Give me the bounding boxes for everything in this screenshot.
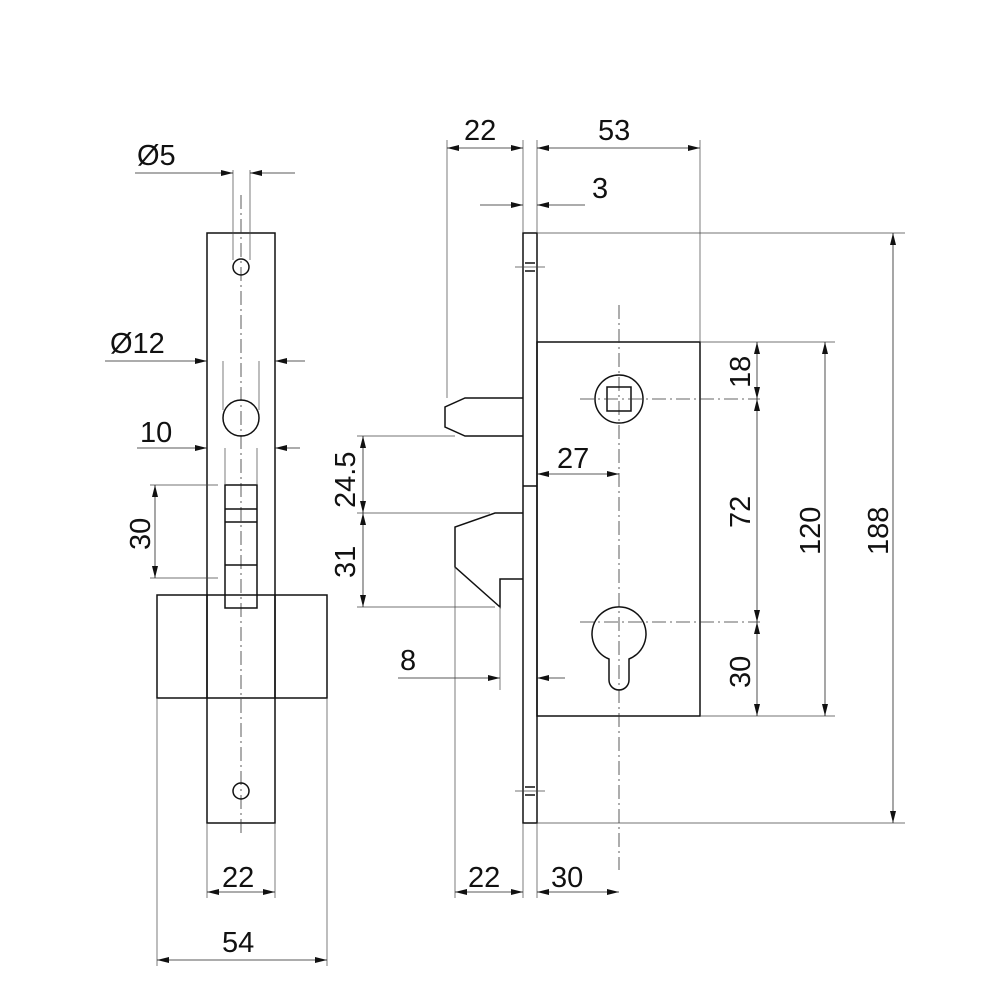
dim-hole-small: Ø5: [137, 140, 176, 172]
side-view: 22 53 3 24.5 31 8 27 18 72 30 120 188 22…: [330, 115, 905, 898]
dim-hook-projection: 22: [464, 115, 496, 147]
dim-spindle-offset: 27: [557, 443, 589, 475]
case-front: [156, 594, 328, 699]
dim-backset: 30: [551, 862, 583, 894]
spindle-hub: [594, 374, 644, 424]
dim-cylinder-to-bottom: 30: [725, 656, 757, 688]
screw-hole-bottom: [232, 782, 250, 800]
dim-overall-width: 54: [222, 927, 254, 959]
dim-faceplate-thickness: 3: [592, 173, 608, 205]
dim-latch-height: 30: [125, 518, 157, 550]
screw-hole-top: [232, 258, 250, 276]
dim-hook-gap: 24.5: [330, 452, 362, 508]
dim-top-to-spindle: 18: [725, 356, 757, 388]
lower-hook-bolt: [454, 512, 523, 609]
latch-front: [224, 484, 258, 609]
dim-hook-height: 31: [330, 546, 362, 578]
dim-faceplate-height: 188: [863, 507, 895, 555]
lock-case: [536, 341, 701, 717]
dim-hook-offset: 8: [400, 645, 416, 677]
upper-hook-bolt: [444, 397, 523, 437]
dim-spindle-to-cylinder: 72: [725, 496, 757, 528]
faceplate-side: [522, 232, 538, 824]
front-view: Ø5 Ø12 10 30 22 54: [105, 140, 328, 966]
spindle-hole: [222, 399, 260, 437]
dim-case-height: 120: [795, 507, 827, 555]
dim-case-depth: 53: [598, 115, 630, 147]
dim-hole-large: Ø12: [110, 328, 165, 360]
dim-bottom-hook: 22: [468, 862, 500, 894]
cylinder-keyhole-icon: [591, 606, 647, 691]
dim-latch-width: 10: [140, 417, 172, 449]
dim-faceplate-width: 22: [222, 862, 254, 894]
